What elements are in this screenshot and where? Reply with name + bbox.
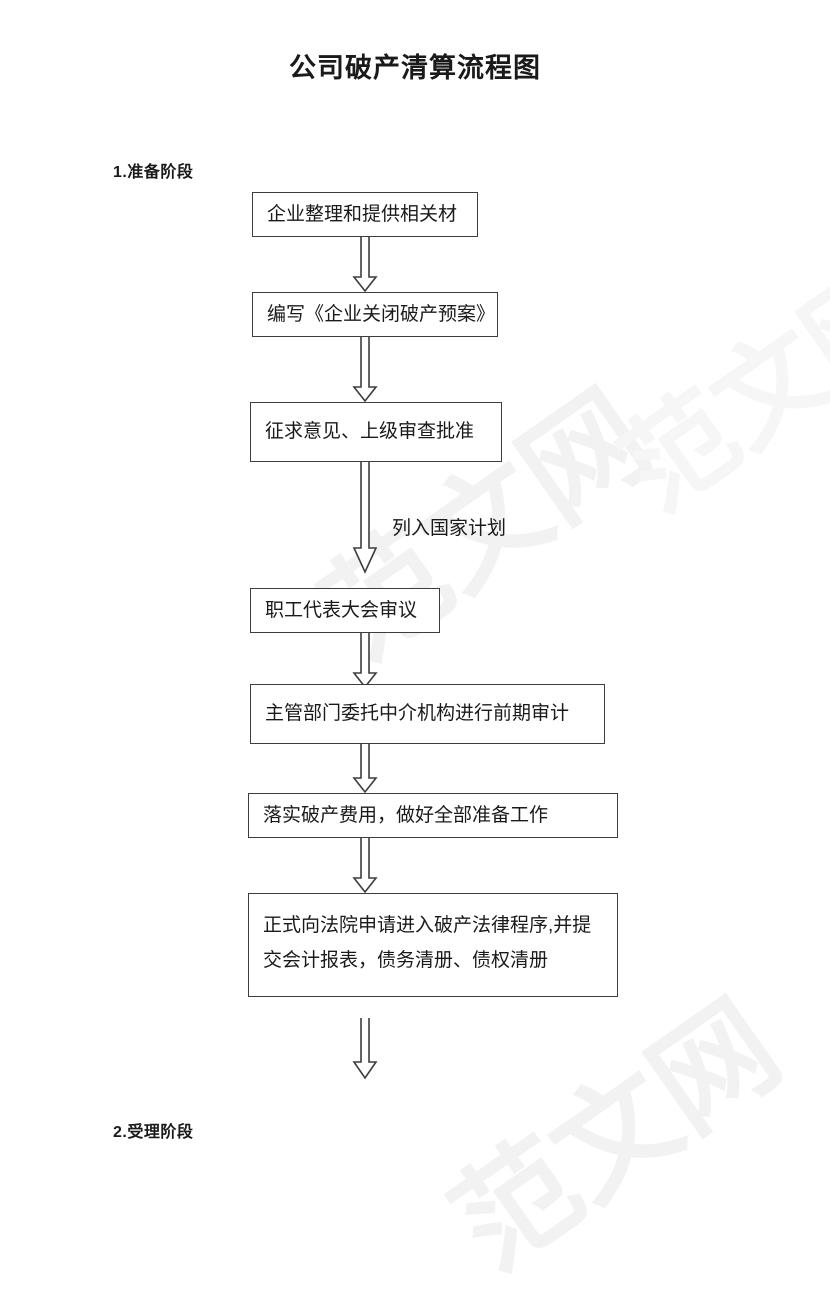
section-header-acceptance: 2.受理阶段: [113, 1124, 194, 1141]
flow-arrow-3-to-4: [352, 462, 378, 574]
flow-arrow-1-to-2: [352, 237, 378, 293]
flow-arrow-7-to-stage-2: [352, 1018, 378, 1080]
watermark-text: 范文网: [430, 977, 803, 1295]
flow-node-5[interactable]: 主管部门委托中介机构进行前期审计: [250, 684, 605, 744]
flow-node-2[interactable]: 编写《企业关闭破产预案》: [252, 292, 498, 337]
flow-annotation-national-plan: 列入国家计划: [392, 518, 507, 539]
page-title: 公司破产清算流程图: [289, 53, 541, 83]
flow-arrow-6-to-7: [352, 838, 378, 894]
flow-arrow-5-to-6: [352, 744, 378, 794]
section-header-preparation: 1.准备阶段: [113, 164, 194, 181]
flow-node-6[interactable]: 落实破产费用，做好全部准备工作: [248, 793, 618, 838]
flow-arrow-4-to-5: [352, 633, 378, 689]
flow-node-7[interactable]: 正式向法院申请进入破产法律程序,并提 交会计报表，债务清册、债权清册: [248, 893, 618, 997]
watermark-text: 范文网: [600, 243, 830, 534]
flow-node-4[interactable]: 职工代表大会审议: [250, 588, 440, 633]
flow-arrow-2-to-3: [352, 337, 378, 403]
flow-node-1[interactable]: 企业整理和提供相关材: [252, 192, 478, 237]
flow-node-3[interactable]: 征求意见、上级审查批准: [250, 402, 502, 462]
